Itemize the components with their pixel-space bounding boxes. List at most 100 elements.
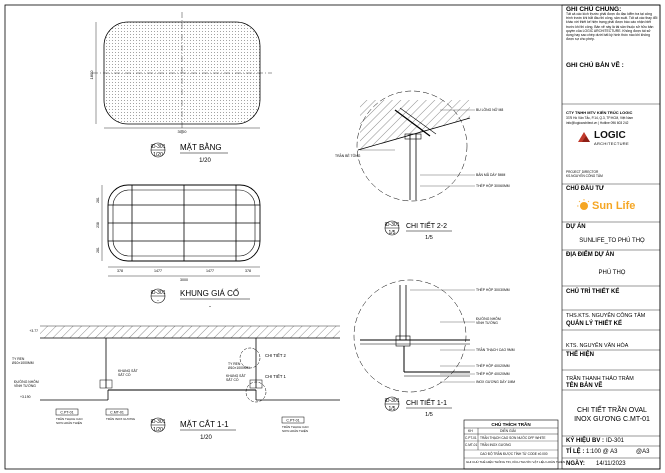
detail2-tag-sub: 1/5	[389, 230, 396, 236]
ceiling-legend: CHÚ THÍCH TRẦN KH DIỄN GIẢI C.PT-01 TRẦN…	[463, 419, 565, 470]
section-label-10: VÌNH TƯỜNG	[14, 383, 36, 388]
detail1-label-5: THÉP HỘP 40X20MM	[476, 363, 510, 368]
section-tag-note-2: SƠN HOÀN THIỆN	[56, 420, 82, 425]
section-scale: 1/20	[200, 435, 212, 441]
logic-logo-sub: ARCHITECTURE	[594, 141, 629, 146]
legend-row4-desc: GHI CHÚ THỂ HIỆN THÔNG TIN, KÍCH THƯỚC V…	[466, 459, 565, 464]
section-callout-2: CHI TIẾT 2	[265, 353, 286, 358]
legend-header-code: KH	[468, 429, 473, 433]
frame-vdim-3: 281	[96, 247, 100, 253]
logic-logo-word: LOGIC	[594, 130, 626, 141]
paper-value: @A3	[636, 449, 650, 455]
performer-label: THỂ HIỆN	[566, 352, 595, 358]
detail2-label-3: BẢN MÃ DÀY 5MM	[476, 172, 506, 177]
detail1-tag-sub: 1/5	[389, 406, 396, 412]
titleblock-frame	[561, 4, 661, 470]
frame-view: 378 1477 1477 378 3000 281 238 281 ID-30…	[96, 184, 261, 310]
frame-vdim-2: 238	[96, 222, 100, 228]
detail1-label-3: VÌNH TƯỜNG	[476, 320, 498, 325]
detail1-view: THÉP HỘP 30X30MM ĐƯỜNG NHÔM VÌNH TƯỜNG T…	[353, 279, 515, 418]
drawing-notes-title: GHI CHÚ BẢN VẼ :	[566, 62, 624, 69]
section-label-4: SẮT CỐ	[118, 372, 131, 377]
detail1-label-6: THÉP HỘP 40X20MM	[476, 371, 510, 376]
frame-dim-1: 378	[117, 269, 123, 273]
section-label-1: TY REN	[12, 357, 25, 361]
legend-row1-desc: TRẦN THẠCH CAO SƠN NƯỚC DFF WHITE	[480, 435, 546, 440]
detail1-label-4: TRẦN THẠCH CAO 9MM	[476, 348, 515, 352]
section-level-top: +3.77	[29, 329, 38, 333]
detail2-view: BU LÔNG NỞ M8 TRẦN BÊ TÔNG BẢN MÃ DÀY 5M…	[335, 90, 510, 241]
manager-value: KTS. NGUYỄN VĂN HÒA	[566, 343, 629, 349]
frame-vdim-1: 281	[96, 197, 100, 203]
section-tag-sub: 1/20	[153, 427, 163, 433]
plan-width-dim: 3000	[178, 129, 188, 134]
frame-dim-3: 1477	[206, 269, 214, 273]
frame-dim-4: 378	[245, 269, 251, 273]
frame-scale: -	[209, 304, 211, 310]
plan-tag: ID-301	[150, 144, 165, 150]
detail1-label-2: ĐƯỜNG NHÔM	[476, 316, 501, 321]
owner-logo: Sun Life	[592, 200, 636, 212]
legend-row1-code: C.PT-01	[465, 436, 477, 440]
section-view: +3.77 CHI TIẾT 2 CHI TIẾT 1 TY REN Ø10×1…	[12, 325, 340, 441]
section-label-6: Ø10×1000MM	[228, 366, 250, 370]
section-label-3: KHUNG SẮT	[118, 368, 138, 373]
section-label-9: ĐƯỜNG NHÔM	[14, 379, 39, 384]
company-address: 37/5 Hồ Văn Tắc, P.14, Q.3, TP.HCM, Việt…	[566, 116, 634, 120]
title-label: TÊN BẢN VẼ	[566, 383, 603, 389]
title-line-1: CHI TIẾT TRẦN OVAL	[577, 407, 647, 414]
detail2-scale: 1/5	[425, 235, 433, 241]
titleblock-lines	[562, 103, 660, 459]
frame-tag-sub: -	[157, 298, 159, 304]
section-tag-note-1: TRẦN THẠCH CAO	[56, 417, 83, 421]
frame-total-dim: 3000	[180, 278, 188, 282]
logic-logo-mark	[578, 132, 590, 142]
date-value: 14/11/2023	[596, 461, 626, 467]
plan-tag-sub: 1/20	[153, 152, 163, 158]
detail1-scale: 1/5	[425, 412, 433, 418]
legend-row3-desc: CAO ĐỘ TRẦN ĐƯỢC TÍNH TỪ CODE ±0.000	[480, 451, 548, 456]
section-callout-1: CHI TIẾT 1	[265, 374, 286, 379]
section-tag-note-4: TRẦN THẠCH CAO	[282, 425, 309, 429]
section-label-5: TY REN	[228, 362, 241, 366]
section-level-ceiling: +3.190	[20, 395, 31, 399]
project-label: DỰ ÁN	[566, 224, 586, 230]
location-label: ĐỊA ĐIỂM DỰ ÁN	[566, 252, 615, 258]
title-line-2: INOX GƯƠNG C.MT-01	[574, 416, 650, 423]
performer-value: TRẦN THANH THẢO TRÂM	[566, 376, 634, 382]
frame-dim-2: 1477	[154, 269, 162, 273]
project-value: SUNLIFE_TO PHÚ THỌ	[579, 238, 645, 244]
plan-view: 3000 1800 ID-301 1/20 MẶT BẰNG 1/20	[89, 12, 272, 164]
detail1-label-7: INOX GƯƠNG DÀY 1MM	[476, 380, 515, 384]
section-title: MẶT CẮT 1-1	[180, 420, 229, 429]
section-tag-note-5: SƠN HOÀN THIỆN	[282, 428, 308, 433]
scale-value: 1:100 @ A3	[586, 449, 618, 455]
lead-label: CHỦ TRÌ THIẾT KẾ	[566, 289, 620, 295]
company-contact: info@logicarchitect.vn | Hotline 096 603…	[566, 121, 629, 125]
legend-row2-code: C.MT-01	[465, 443, 477, 447]
owner-label: CHỦ ĐẦU TƯ	[566, 186, 604, 192]
section-tag-1: C.PT-01	[60, 411, 73, 415]
detail2-label-1: BU LÔNG NỞ M8	[476, 107, 503, 112]
legend-header-desc: DIỄN GIẢI	[500, 428, 516, 433]
section-tag-note-3: TRẦN INOX GƯƠNG	[106, 417, 136, 421]
general-notes-text: Tất cả các kích thước phải được đo đạc k…	[566, 12, 658, 42]
general-notes-title: GHI CHÚ CHUNG:	[566, 6, 622, 13]
director-label: PROJECT DIRECTOR	[566, 170, 599, 174]
section-label-7: KHUNG SẮT	[226, 373, 246, 378]
sunlife-logo-mark	[577, 199, 590, 210]
location-value: PHÚ THỌ	[598, 270, 626, 276]
code-label: KÝ HIỆU BV :	[566, 438, 605, 444]
legend-title: CHÚ THÍCH TRẦN	[491, 420, 531, 427]
detail2-tag: ID-301	[384, 222, 399, 228]
detail1-title: CHI TIẾT 1-1	[406, 397, 447, 407]
detail1-label-1: THÉP HỘP 30X30MM	[476, 287, 510, 292]
section-tag-3: C.PT-01	[286, 419, 299, 423]
detail2-label-2: TRẦN BÊ TÔNG	[335, 153, 361, 158]
director-name: KS.NGUYỄN CÔNG TÂM	[566, 174, 603, 178]
legend-row2-desc: TRẦN INOX GƯƠNG	[480, 443, 511, 447]
section-tag: ID-301	[150, 419, 165, 425]
company-name: CTY TNHH MTV KIẾN TRÚC LOGIC	[566, 110, 633, 115]
date-label: NGÀY:	[566, 461, 585, 467]
